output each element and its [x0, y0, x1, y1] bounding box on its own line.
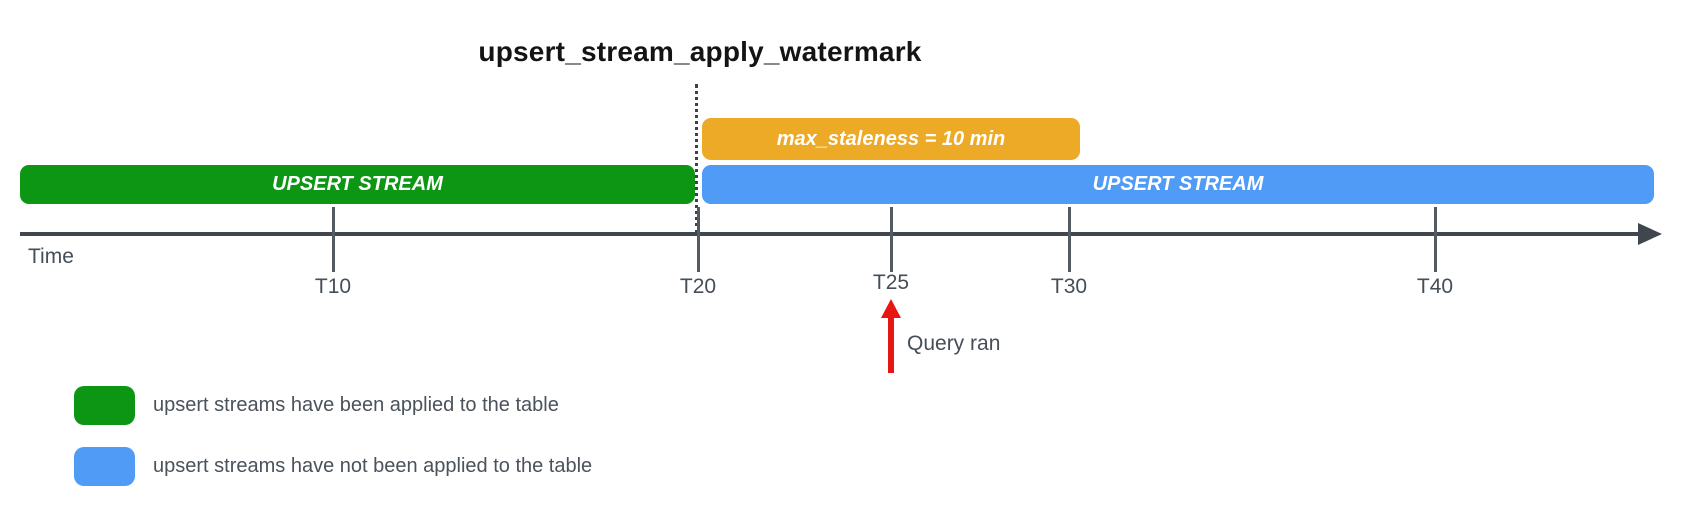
tick-t30-line [1068, 207, 1071, 272]
tick-t40-line [1434, 207, 1437, 272]
upsert-stream-applied-label: UPSERT STREAM [272, 173, 443, 195]
time-axis-arrowhead-icon [1638, 223, 1662, 245]
tick-t10-label: T10 [314, 275, 352, 298]
query-ran-label: Query ran [907, 332, 1001, 355]
tick-t20-line [697, 207, 700, 272]
query-ran-arrowhead [881, 299, 901, 318]
legend-label-applied: upsert streams have been applied to the … [153, 394, 559, 416]
max-staleness-bar: max_staleness = 10 min [702, 118, 1080, 160]
tick-t40-label: T40 [1416, 275, 1454, 298]
tick-t30-label: T30 [1050, 275, 1088, 298]
tick-t25-label: T25 [872, 271, 910, 294]
tick-t20-label: T20 [679, 275, 717, 298]
max-staleness-label: max_staleness = 10 min [776, 127, 1006, 150]
time-axis-line [20, 232, 1642, 236]
upsert-stream-unapplied-bar: UPSERT STREAM [702, 165, 1654, 204]
upsert-stream-unapplied-label: UPSERT STREAM [1092, 173, 1264, 195]
legend-swatch-blue [74, 447, 135, 486]
legend-swatch-green [74, 386, 135, 425]
upsert-stream-applied-bar: UPSERT STREAM [20, 165, 695, 204]
watermark-dotted-line [695, 84, 698, 234]
tick-t10-line [332, 207, 335, 272]
legend-label-unapplied: upsert streams have not been applied to … [153, 455, 593, 477]
legend-item-unapplied: upsert streams have not been applied to … [74, 447, 592, 486]
diagram-title: upsert_stream_apply_watermark [478, 36, 922, 67]
legend-item-applied: upsert streams have been applied to the … [74, 386, 559, 425]
time-axis-label: Time [28, 245, 74, 268]
query-ran-arrow-shaft [888, 316, 894, 373]
tick-t25-line [890, 207, 893, 272]
